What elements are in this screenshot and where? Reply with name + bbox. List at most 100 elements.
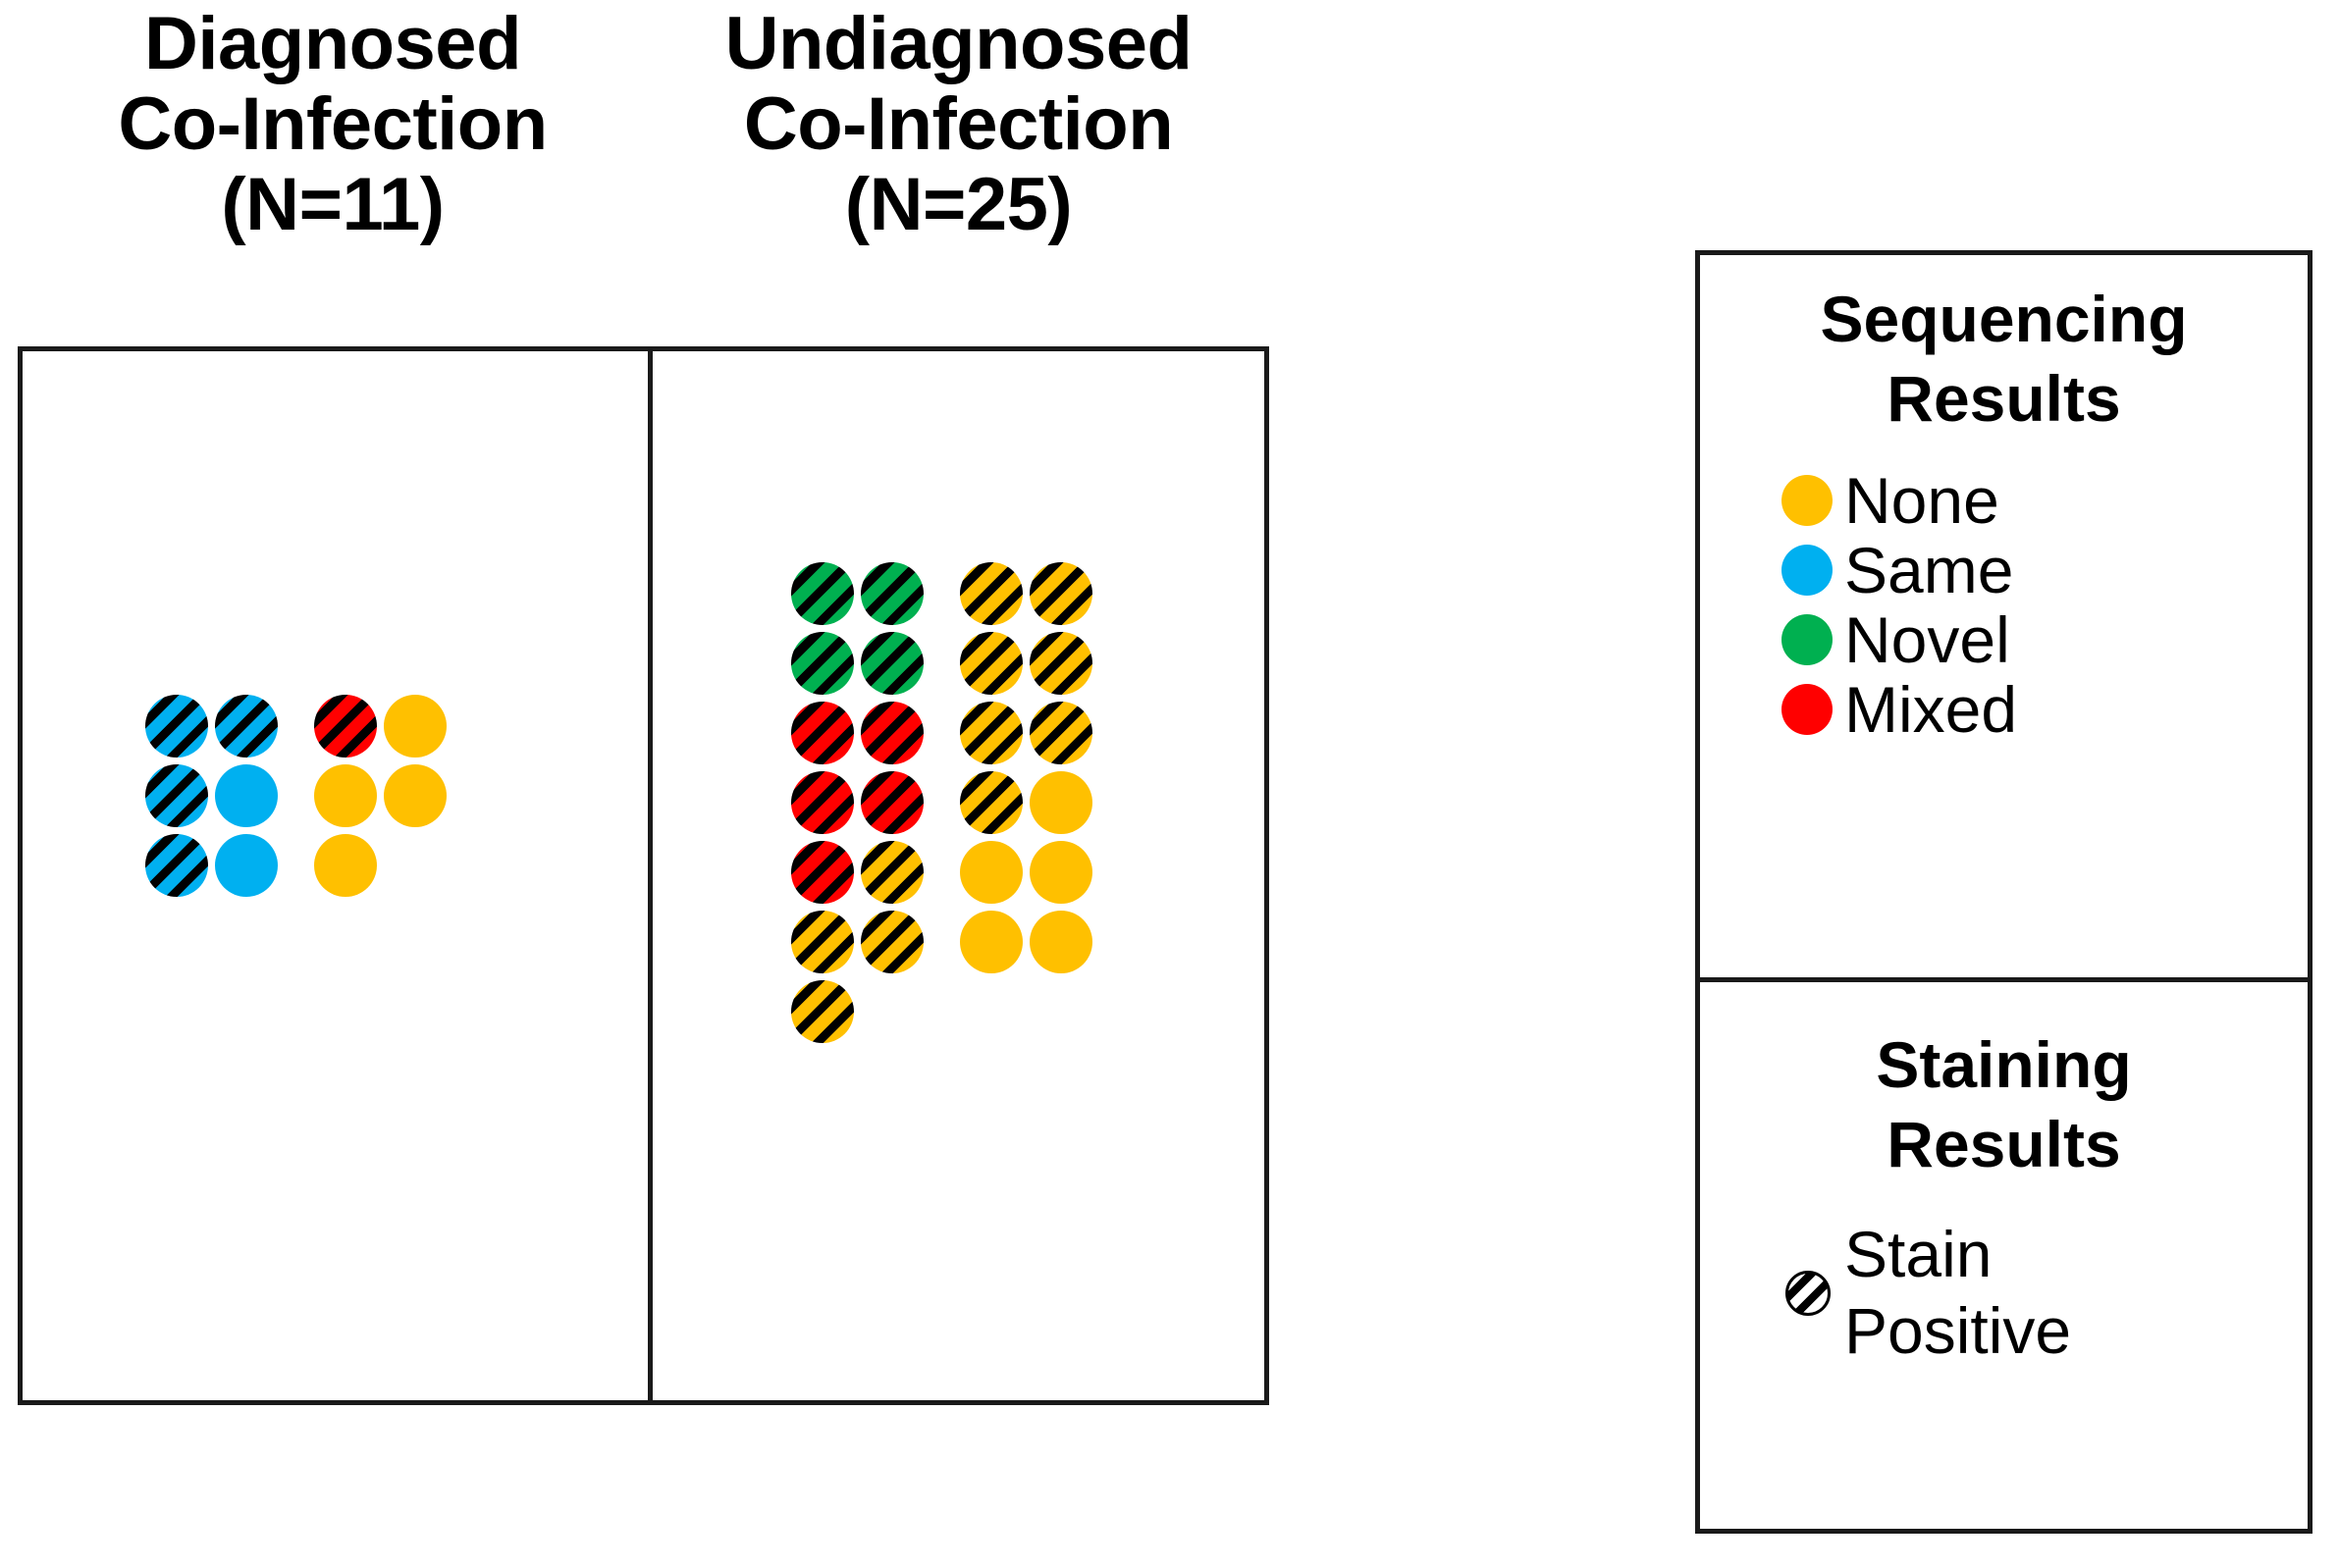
dot-cell bbox=[861, 771, 930, 841]
dot-none-stain-positive bbox=[960, 702, 1023, 764]
legend-divider bbox=[1695, 977, 2312, 982]
legend-label-novel: Novel bbox=[1844, 602, 2010, 676]
dot-novel-stain-positive bbox=[861, 562, 924, 625]
dot-none bbox=[960, 911, 1023, 973]
dot-novel-stain-positive bbox=[791, 632, 854, 695]
dot-cell bbox=[145, 695, 215, 764]
dot-cell bbox=[314, 764, 384, 834]
dot-same-stain-positive bbox=[215, 695, 278, 758]
dot-cell bbox=[791, 841, 861, 911]
dot-mixed-stain-positive bbox=[791, 841, 854, 904]
dot-cell bbox=[791, 562, 861, 632]
dot-cell bbox=[861, 841, 930, 911]
legend-item-none: None bbox=[1781, 465, 2312, 535]
dot-cell bbox=[145, 834, 215, 904]
dot-cell bbox=[791, 632, 861, 702]
dot-none-stain-positive bbox=[960, 771, 1023, 834]
legend-item-novel: Novel bbox=[1781, 604, 2312, 674]
dot-cell bbox=[791, 980, 861, 1050]
dot-cell bbox=[861, 702, 930, 771]
dot-none-stain-positive bbox=[791, 980, 854, 1043]
legend-swatch-none-icon bbox=[1781, 474, 1833, 526]
legend-label-none: None bbox=[1844, 463, 1999, 537]
dot-same-stain-positive bbox=[145, 764, 208, 827]
dot-none-stain-positive bbox=[960, 632, 1023, 695]
dot-mixed-stain-positive bbox=[791, 702, 854, 764]
dot-cell bbox=[1030, 562, 1099, 632]
dot-novel-stain-positive bbox=[791, 562, 854, 625]
dot-novel-stain-positive bbox=[861, 632, 924, 695]
legend-staining-section: Staining Results Stain Positive bbox=[1695, 982, 2312, 1534]
dot-cell bbox=[861, 562, 930, 632]
panel-divider bbox=[648, 346, 653, 1405]
legend-item-same: Same bbox=[1781, 535, 2312, 604]
dot-none-stain-positive bbox=[861, 911, 924, 973]
dot-cell bbox=[1030, 841, 1099, 911]
dot-row bbox=[791, 562, 1099, 632]
dot-cell bbox=[960, 562, 1030, 632]
dot-row bbox=[791, 632, 1099, 702]
dot-row bbox=[145, 695, 453, 764]
dot-cell bbox=[215, 834, 285, 904]
dot-row bbox=[145, 834, 453, 904]
dot-cell bbox=[1030, 632, 1099, 702]
dot-mixed-stain-positive bbox=[314, 695, 377, 758]
dot-cell bbox=[1030, 911, 1099, 980]
dot-same-stain-positive bbox=[145, 834, 208, 897]
dot-none bbox=[314, 764, 377, 827]
dot-row bbox=[791, 702, 1099, 771]
striped-circle-icon bbox=[1785, 1270, 1831, 1316]
dot-cell bbox=[861, 911, 930, 980]
dot-cell-empty bbox=[960, 980, 1030, 1050]
dot-cell bbox=[960, 911, 1030, 980]
legend-item-stain-positive: Stain Positive bbox=[1695, 1217, 2312, 1370]
dot-cell bbox=[791, 911, 861, 980]
dot-none-stain-positive bbox=[1030, 632, 1092, 695]
legend-label-mixed: Mixed bbox=[1844, 672, 2018, 746]
dot-row bbox=[791, 771, 1099, 841]
dot-cell-empty bbox=[861, 980, 930, 1050]
dot-mixed-stain-positive bbox=[861, 702, 924, 764]
dot-same bbox=[215, 834, 278, 897]
legend-box bbox=[1695, 250, 2312, 1534]
dot-none-stain-positive bbox=[960, 562, 1023, 625]
dot-cell bbox=[215, 764, 285, 834]
dot-none bbox=[1030, 771, 1092, 834]
legend-swatch-mixed-icon bbox=[1781, 683, 1833, 735]
dot-cell bbox=[384, 695, 453, 764]
dot-cell bbox=[960, 632, 1030, 702]
dot-cell bbox=[861, 632, 930, 702]
dot-none-stain-positive bbox=[791, 911, 854, 973]
dot-row bbox=[791, 980, 1099, 1050]
dot-cell bbox=[384, 764, 453, 834]
dot-cell bbox=[960, 771, 1030, 841]
dot-cell bbox=[960, 702, 1030, 771]
dot-cell bbox=[314, 695, 384, 764]
dot-mixed-stain-positive bbox=[861, 771, 924, 834]
dot-none-stain-positive bbox=[1030, 702, 1092, 764]
dot-none-stain-positive bbox=[861, 841, 924, 904]
legend-item-stain-positive-label: Stain Positive bbox=[1844, 1218, 2072, 1367]
legend-label-same: Same bbox=[1844, 533, 2014, 606]
dot-cell bbox=[1030, 702, 1099, 771]
dot-none bbox=[1030, 911, 1092, 973]
legend-item-mixed: Mixed bbox=[1781, 674, 2312, 744]
legend-swatch-same-icon bbox=[1781, 544, 1833, 596]
legend-staining-title: Staining Results bbox=[1876, 1028, 2132, 1180]
dot-cell-empty bbox=[1030, 980, 1099, 1050]
dot-same bbox=[215, 764, 278, 827]
dot-cell bbox=[145, 764, 215, 834]
column-title-diagnosed: Diagnosed Co-Infection (N=11) bbox=[118, 2, 548, 247]
dot-cell bbox=[1030, 771, 1099, 841]
dot-cell bbox=[960, 841, 1030, 911]
dot-cell-empty bbox=[384, 834, 453, 904]
dot-none bbox=[384, 764, 447, 827]
dot-mixed-stain-positive bbox=[791, 771, 854, 834]
dot-same-stain-positive bbox=[145, 695, 208, 758]
dot-row bbox=[145, 764, 453, 834]
dot-cell bbox=[215, 695, 285, 764]
legend-sequencing-title: Sequencing Results bbox=[1820, 283, 2188, 435]
dot-cell bbox=[791, 702, 861, 771]
